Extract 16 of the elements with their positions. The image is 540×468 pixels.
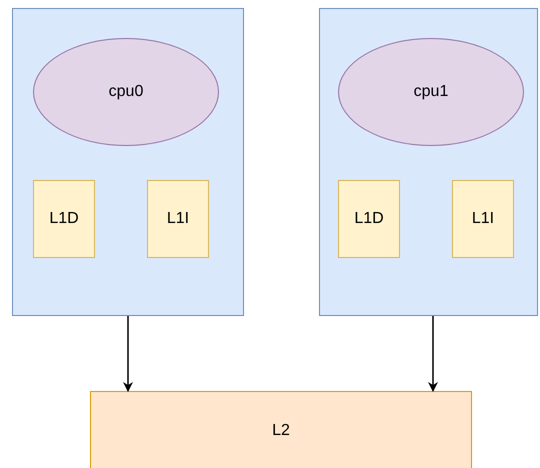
arrow (123, 316, 133, 392)
node-label: L2 (272, 422, 290, 440)
node-label: L1D (49, 210, 79, 228)
core-panel (12, 8, 244, 316)
cache-box (33, 180, 95, 258)
core-panel (319, 8, 538, 316)
node-label: cpu1 (414, 83, 448, 101)
node-label: L1I (166, 210, 190, 228)
cache-box (338, 180, 400, 258)
node-label: L1D (354, 210, 384, 228)
cache-box (90, 391, 472, 468)
node-label: cpu0 (108, 83, 144, 101)
cache-box (452, 180, 514, 258)
node-label: L1I (472, 210, 494, 228)
arrow (428, 316, 438, 392)
cache-box (147, 180, 209, 258)
